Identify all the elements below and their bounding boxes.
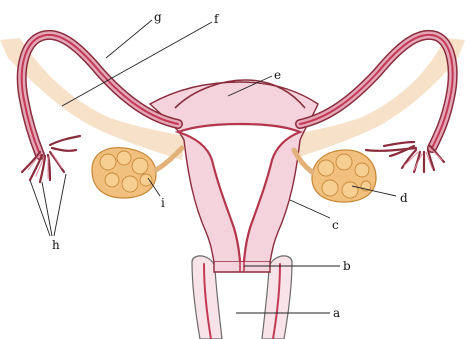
leader-g <box>106 20 152 58</box>
leader-c <box>290 200 330 218</box>
label-c: c <box>332 218 339 232</box>
right-ovary <box>294 150 376 202</box>
label-a: a <box>333 306 340 320</box>
cervix <box>214 262 270 272</box>
label-g: g <box>154 10 162 24</box>
uterus <box>150 80 318 272</box>
label-d: d <box>400 191 408 205</box>
label-e: e <box>274 68 281 82</box>
label-i: i <box>161 196 165 210</box>
label-h: h <box>52 238 60 252</box>
label-b: b <box>343 259 351 273</box>
leader-h3 <box>54 174 66 236</box>
label-f: f <box>214 12 220 26</box>
